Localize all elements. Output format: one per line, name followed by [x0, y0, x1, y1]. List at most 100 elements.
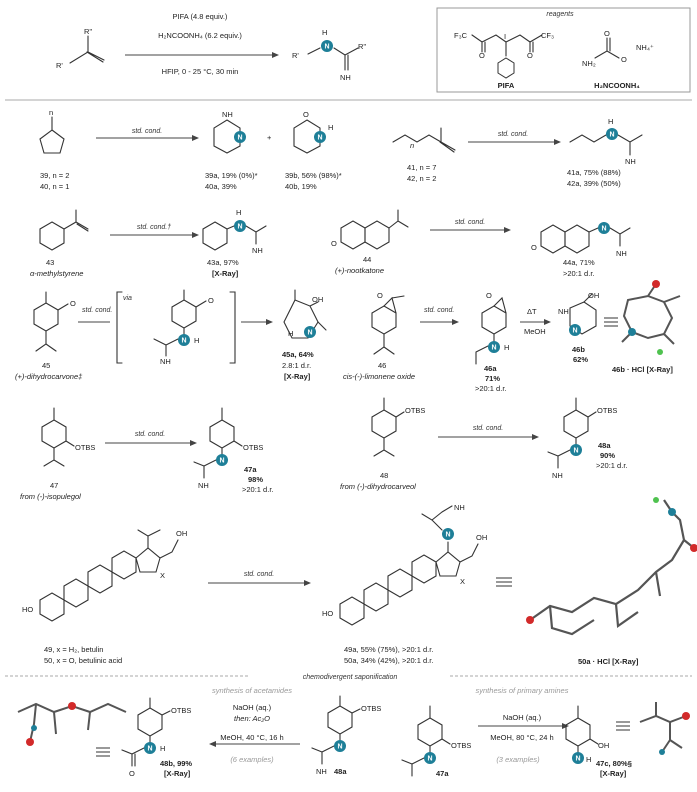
alkene-43 [63, 209, 89, 232]
amine-title: synthesis of primary amines [476, 686, 569, 695]
subst-45a [294, 289, 327, 331]
otbs-47a-sap: OTBS [451, 741, 471, 750]
yield-42a: 42a, 39% (50%) [567, 179, 621, 188]
cond-48: std. cond. [473, 425, 503, 432]
label-42: 42, n = 2 [407, 174, 436, 183]
svg-text:N: N [573, 328, 578, 335]
equiv-sign-46 [604, 317, 618, 327]
xray-47c: [X-Ray] [600, 769, 627, 778]
cond-46: std. cond. [424, 307, 454, 314]
o-39b: O [303, 110, 309, 119]
entry-47: OTBS 47 from (-)-isopulegol std. cond. O… [20, 407, 273, 501]
nh-47a: NH [198, 481, 209, 490]
cond-47: std. cond. [135, 431, 165, 438]
ring-b-49a [363, 582, 389, 612]
otbs-48: OTBS [405, 406, 425, 415]
pifa-o2: O [527, 51, 533, 60]
ring-c-49a [387, 568, 413, 598]
ring-47c [565, 717, 591, 747]
h-46a: H [504, 343, 509, 352]
yield-48a: 90% [600, 451, 615, 460]
ring-48a [563, 409, 589, 439]
entry-45: O 45 (+)-dihydrocarvone‡ std. cond. via … [15, 289, 327, 381]
svg-text:N: N [574, 448, 579, 455]
h-47c: H [586, 755, 591, 764]
label-47a: 47a [244, 465, 257, 474]
entry-41: n 41, n = 7 42, n = 2 std. cond. N H NH … [392, 117, 643, 188]
name-45: (+)-dihydrocarvone‡ [15, 372, 83, 381]
otbs-47a: OTBS [243, 443, 263, 452]
ring-b-44a [564, 224, 590, 254]
ring-a-49 [39, 592, 65, 622]
h-41a: H [608, 117, 613, 126]
dr-44a: >20:1 d.r. [563, 269, 594, 278]
o-44: O [331, 239, 337, 248]
nh-39a: NH [222, 110, 233, 119]
ring-b-44 [364, 220, 390, 250]
subst-49a [421, 505, 479, 563]
oh-45a: OH [312, 295, 323, 304]
label-48a-sap: 48a [334, 767, 347, 776]
dr-46a: >20:1 d.r. [475, 384, 506, 393]
yield-48b: 48b, 99% [160, 759, 192, 768]
ring-e-49a [435, 551, 461, 577]
heat-46: ΔT [527, 307, 537, 316]
h-43a: H [236, 208, 241, 217]
equiv-sign-47c [616, 721, 630, 731]
yield-39a: 39a, 19% (0%)* [205, 171, 258, 180]
entry-46: O 46 cis-(-)-limonene oxide std. cond. O… [343, 280, 681, 393]
carbamate-nh2: NH₂ [582, 59, 596, 68]
nh-43a: NH [252, 246, 263, 255]
label-41: 41, n = 7 [407, 163, 436, 172]
svg-text:N: N [492, 345, 497, 352]
xray-48b: [X-Ray] [164, 769, 191, 778]
ring-48 [371, 409, 397, 439]
h-45-int: H [194, 336, 199, 345]
ring-48b [137, 707, 163, 737]
n-41: n [410, 141, 414, 150]
label-46b: 46b [572, 345, 585, 354]
cond-49: std. cond. [244, 571, 274, 578]
label-39: 39, n = 2 [40, 171, 69, 180]
nitrogen-atom-icon: N [178, 334, 190, 346]
entry-49: OH X HO 49, x = H₂, betulin 50, x = O, b… [22, 497, 697, 666]
subst-48b [121, 697, 171, 767]
plus-sign: + [267, 133, 272, 142]
x-49: X [160, 571, 165, 580]
ring-46a [481, 305, 507, 335]
label-46: 46 [378, 361, 386, 370]
ring-b-49 [63, 578, 89, 608]
svg-text:N: N [220, 458, 225, 465]
svg-text:N: N [338, 744, 343, 751]
xray-structure-46b [621, 280, 681, 355]
xray-structure-47c [639, 702, 690, 755]
acetamide-title: synthesis of acetamides [212, 686, 292, 695]
ring-48a-sap [327, 705, 353, 735]
subst-47c [577, 705, 599, 755]
o-46: O [377, 291, 383, 300]
ring-a-49a [339, 596, 365, 626]
subst-48a-sap [311, 695, 361, 765]
ammonium-label: NH₄⁺ [636, 43, 654, 52]
nh-44a: NH [616, 249, 627, 258]
meoh-46: MeOH [524, 327, 546, 336]
r1-label: R' [56, 61, 63, 70]
saponif-title: chemodivergent saponification [303, 674, 398, 681]
subst-45 [35, 291, 69, 352]
xray-45a: [X-Ray] [284, 372, 311, 381]
xray-structure-50a [526, 497, 697, 636]
cyclopentane-39 [39, 129, 65, 154]
chain-41 [392, 127, 456, 153]
ring-45 [33, 302, 59, 332]
yield-40a: 40a, 39% [205, 182, 237, 191]
amine-c2: MeOH, 80 °C, 24 h [490, 733, 553, 742]
oh-46b: OH [588, 291, 599, 300]
saponification-section: OTBS N H O 48b, 99% [X-Ray] synthesis of… [17, 686, 690, 778]
dr-47a: >20:1 d.r. [242, 485, 273, 494]
phenyl-43a [202, 221, 228, 251]
reagents-frame [436, 7, 691, 93]
xray-46b: 46b · HCl [X-Ray] [612, 365, 673, 374]
ring-a-44a [540, 224, 566, 254]
label-49: 49, x = H₂, betulin [44, 645, 103, 654]
svg-text:N: N [182, 338, 187, 345]
